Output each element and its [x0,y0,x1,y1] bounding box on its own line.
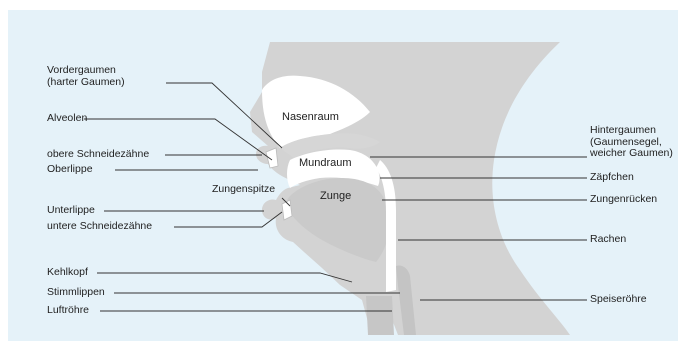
label-stimmlippen: Stimmlippen [47,287,105,299]
label-nasenraum: Nasenraum [282,112,339,124]
label-unterlippe: Unterlippe [47,205,95,217]
line-kehlkopf [97,273,352,282]
label-zunge: Zunge [320,191,351,203]
label-untere-schneidezaehne: untere Schneidezähne [47,221,152,233]
label-luftroehre: Luftröhre [47,305,89,317]
label-vordergaumen-line1: Vordergaumen [47,65,125,77]
neck-back [410,42,570,335]
label-mundraum: Mundraum [299,158,352,170]
label-vordergaumen-line2: (harter Gaumen) [47,77,125,89]
label-zungenspitze: Zungenspitze [212,184,275,196]
label-hintergaumen-line3: weicher Gaumen) [590,148,673,160]
label-zaepfchen: Zäpfchen [590,172,634,184]
label-zungenruecken: Zungenrücken [590,194,657,206]
label-rachen: Rachen [590,234,626,246]
label-obere-schneidezaehne: obere Schneidezähne [47,149,149,161]
label-hintergaumen-line1: Hintergaumen [590,125,673,137]
upper-teeth [266,148,278,168]
label-oberlippe: Oberlippe [47,164,93,176]
label-alveolen: Alveolen [47,113,87,125]
label-speiseroehre: Speiseröhre [590,294,647,306]
label-kehlkopf: Kehlkopf [47,267,88,279]
trachea [366,296,394,335]
label-hintergaumen: Hintergaumen (Gaumensegel, weicher Gaume… [590,125,673,160]
label-vordergaumen: Vordergaumen (harter Gaumen) [47,65,125,88]
